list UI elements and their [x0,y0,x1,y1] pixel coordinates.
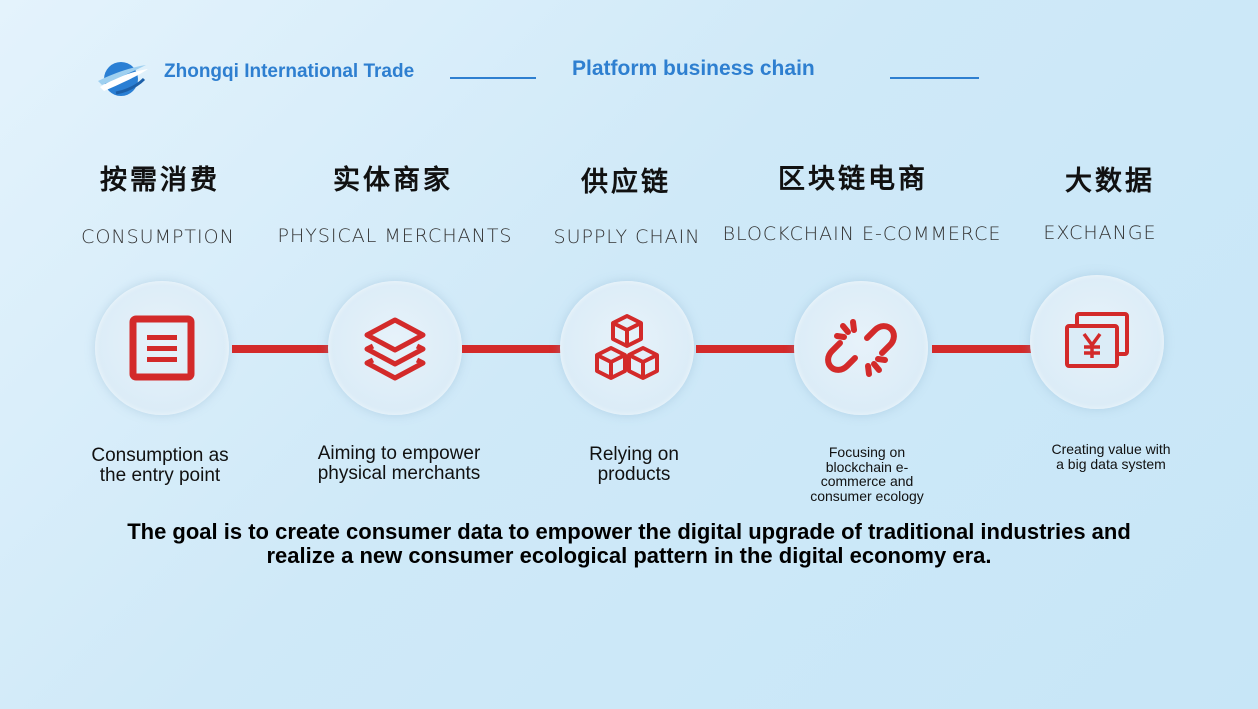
step-3-en-title: SUPPLY CHAIN [553,226,701,248]
step-4-description: Focusing on blockchain e-commerce and co… [810,444,924,505]
connector-1-2 [232,345,332,353]
step-5-en-title: EXCHANGE [1043,222,1157,244]
broken-link-icon [825,319,897,377]
header-rule-left [450,77,536,79]
step-3-icon-circle [560,281,694,415]
list-document-icon [129,315,195,381]
connector-3-4 [696,345,796,353]
step-1-cn-title: 按需消费 [100,165,220,196]
step-4-icon-circle [794,281,928,415]
layers-icon [364,317,426,381]
cubes-icon [595,314,659,380]
step-3-cn-title: 供应链 [581,167,671,198]
step-1-en-title: CONSUMPTION [81,226,235,248]
step-5-description: Creating value with a big data system [1051,441,1171,472]
goal-text: The goal is to create consumer data to e… [127,519,1131,569]
company-name: Zhongqi International Trade [164,61,415,82]
page-title: Platform business chain [572,57,815,80]
step-2-en-title: PHYSICAL MERCHANTS [277,225,513,247]
goal-statement: The goal is to create consumer data to e… [0,519,1258,569]
connector-4-5 [932,345,1032,353]
step-4-cn-title: 区块链电商 [778,164,928,195]
company-logo-icon [98,62,148,96]
connector-2-3 [462,345,562,353]
step-1-icon-circle [95,281,229,415]
step-3-description: Relying on products [589,444,679,485]
step-2-icon-circle [328,281,462,415]
step-5-cn-title: 大数据 [1065,166,1155,197]
step-2-cn-title: 实体商家 [333,165,453,196]
yen-cards-icon [1065,312,1129,368]
header-rule-right [890,77,979,79]
step-5-icon-circle [1030,275,1164,409]
step-4-en-title: BLOCKCHAIN E-COMMERCE [722,223,1002,245]
step-2-description: Aiming to empower physical merchants [317,443,481,484]
step-1-description: Consumption as the entry point [91,445,229,486]
